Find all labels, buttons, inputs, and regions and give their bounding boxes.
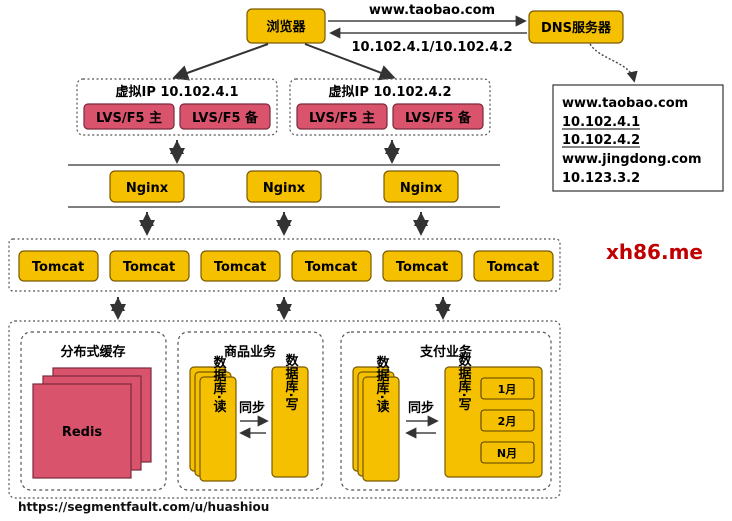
shard-label: 2月 — [498, 415, 517, 428]
shard-label: N月 — [497, 447, 517, 460]
product-service-group: 商品业务 数据库·读 同步 数据库·写 — [177, 331, 324, 491]
product-sync-label: 同步 — [239, 400, 265, 416]
dns-record: 10.102.4.1 — [562, 115, 640, 130]
payment-read-db-label: 数据库·读 — [374, 355, 390, 414]
watermark: xh86.me — [606, 240, 703, 264]
dns-record: 10.123.3.2 — [562, 171, 640, 186]
tomcat-label: Tomcat — [32, 260, 84, 275]
payment-title: 支付业务 — [419, 344, 473, 360]
resolved-ips-label: 10.102.4.1/10.102.4.2 — [351, 40, 512, 55]
nginx-label: Nginx — [263, 181, 306, 196]
browser-label: 浏览器 — [266, 19, 306, 35]
dns-server-label: DNS服务器 — [541, 20, 612, 36]
vip-group-1: 虚拟IP 10.102.4.1 LVS/F5 主 LVS/F5 备 — [76, 78, 278, 136]
tomcat-node: Tomcat — [291, 250, 372, 282]
tomcat-label: Tomcat — [396, 260, 448, 275]
nginx-label: Nginx — [126, 181, 169, 196]
browser-node: 浏览器 — [246, 8, 326, 44]
tomcat-node: Tomcat — [18, 250, 99, 282]
tomcat-label: Tomcat — [305, 260, 357, 275]
shard-box — [480, 409, 535, 432]
payment-service-group: 支付业务 数据库·读 同步 数据库·写 1月 2月 N月 — [340, 331, 552, 491]
nginx-node: Nginx — [383, 170, 459, 203]
lvs-backup-label: LVS/F5 备 — [405, 110, 472, 126]
dns-record-table: www.taobao.com 10.102.4.1 10.102.4.2 www… — [552, 84, 724, 192]
tomcat-node: Tomcat — [109, 250, 190, 282]
product-title: 商品业务 — [224, 344, 277, 360]
nginx-node: Nginx — [109, 170, 185, 203]
vip-group-title: 虚拟IP 10.102.4.2 — [328, 84, 451, 100]
dns-record: 10.102.4.2 — [562, 133, 640, 148]
tomcat-node: Tomcat — [382, 250, 463, 282]
payment-sync-label: 同步 — [408, 400, 434, 416]
shard-box — [480, 441, 535, 464]
tomcat-node: Tomcat — [473, 250, 554, 282]
tomcat-label: Tomcat — [487, 260, 539, 275]
nginx-label: Nginx — [400, 181, 443, 196]
redis-label: Redis — [62, 425, 103, 440]
nginx-node: Nginx — [246, 170, 322, 203]
lvs-backup-label: LVS/F5 备 — [192, 110, 259, 126]
dns-lookup-arrow — [589, 43, 638, 83]
source-credit: https://segmentfault.com/u/huashiou — [18, 500, 270, 514]
tomcat-cluster — [8, 238, 561, 292]
tomcat-label: Tomcat — [214, 260, 266, 275]
browser-to-vip2-arrow — [304, 43, 396, 81]
vip-group-title: 虚拟IP 10.102.4.1 — [115, 84, 238, 100]
tomcat-label: Tomcat — [123, 260, 175, 275]
product-write-db-label: 数据库·写 — [283, 353, 299, 412]
cache-group: 分布式缓存 Redis — [20, 331, 167, 491]
lvs-primary-label: LVS/F5 主 — [96, 110, 162, 126]
tomcat-node: Tomcat — [200, 250, 281, 282]
dns-server-node: DNS服务器 — [528, 10, 624, 44]
dns-record: www.taobao.com — [562, 96, 688, 111]
browser-to-vip1-arrow — [172, 43, 269, 81]
product-read-db-label: 数据库·读 — [211, 355, 227, 414]
vip-group-2: 虚拟IP 10.102.4.2 LVS/F5 主 LVS/F5 备 — [289, 78, 491, 136]
payment-write-db-label: 数据库·写 — [456, 353, 472, 412]
shard-box — [480, 377, 535, 400]
services-container — [8, 320, 561, 499]
cache-title: 分布式缓存 — [60, 344, 125, 360]
dns-record: www.jingdong.com — [562, 152, 702, 167]
shard-label: 1月 — [498, 383, 517, 396]
query-domain-label: www.taobao.com — [369, 3, 495, 18]
lvs-primary-label: LVS/F5 主 — [309, 110, 375, 126]
